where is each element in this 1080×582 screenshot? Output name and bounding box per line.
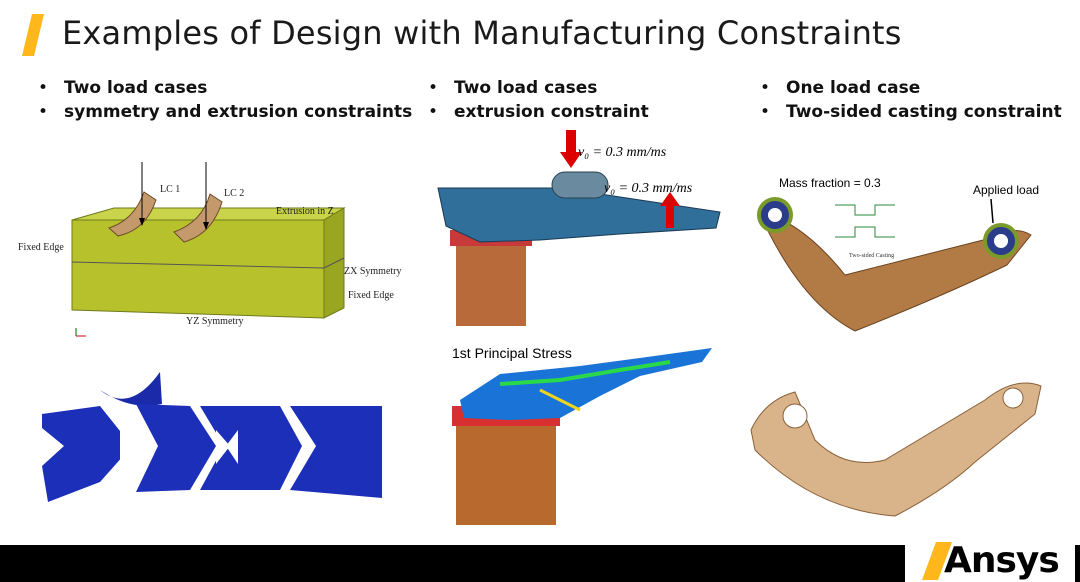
velocity-label-bottom: v₀ = 0.3 mm/ms (604, 181, 693, 196)
lc2-label: LC 2 (224, 188, 244, 199)
fixed-edge-right-label: Fixed Edge (348, 290, 394, 301)
zx-symmetry-label: ZX Symmetry (344, 266, 402, 277)
column-1-bullets: •Two load cases •symmetry and extrusion … (38, 76, 412, 124)
ansys-slash-icon (922, 542, 952, 580)
bullet-item: •Two-sided casting constraint (760, 102, 1062, 122)
bullet-item: •Two load cases (428, 78, 598, 98)
title-accent-slash (22, 14, 44, 56)
casting-result-figure (750, 382, 1042, 517)
bullet-item: •symmetry and extrusion constraints (38, 102, 413, 122)
applied-load-label: Applied load (973, 183, 1039, 197)
yz-symmetry-label: YZ Symmetry (186, 316, 244, 327)
principal-stress-figure: 1st Principal Stress (452, 345, 712, 525)
velocity-label-top: v₀ = 0.3 mm/ms (578, 145, 667, 160)
bullet-item: •One load case (760, 78, 921, 98)
extrusion-label: Extrusion in Z (276, 206, 334, 217)
casting-setup-figure: Mass fraction = 0.3 Applied load Two-sid… (757, 176, 1039, 332)
lc1-label: LC 1 (160, 184, 180, 195)
two-sided-casting-label: Two-sided Casting (849, 253, 894, 259)
ansys-logo: Ansys (944, 540, 1060, 581)
slide-title: Examples of Design with Manufacturing Co… (62, 14, 902, 52)
extrusion-result-figure (42, 372, 382, 502)
fixed-edge-left-label: Fixed Edge (18, 242, 64, 253)
bullet-item: •extrusion constraint (428, 102, 649, 122)
axis-triad-icon (75, 328, 86, 337)
footer-bar (0, 545, 1080, 582)
bottle-opener-setup-figure: v₀ = 0.3 mm/ms v₀ = 0.3 mm/ms (437, 130, 721, 326)
extrusion-setup-figure: LC 1 LC 2 Extrusion in Z Fixed Edge ZX S… (18, 162, 402, 337)
mass-fraction-label: Mass fraction = 0.3 (779, 176, 881, 190)
principal-stress-label: 1st Principal Stress (452, 345, 572, 361)
column-2-bullets: •Two load cases •extrusion constraint (428, 76, 649, 124)
bullet-item: •Two load cases (38, 78, 208, 98)
column-3-bullets: •One load case •Two-sided casting constr… (760, 76, 1062, 124)
